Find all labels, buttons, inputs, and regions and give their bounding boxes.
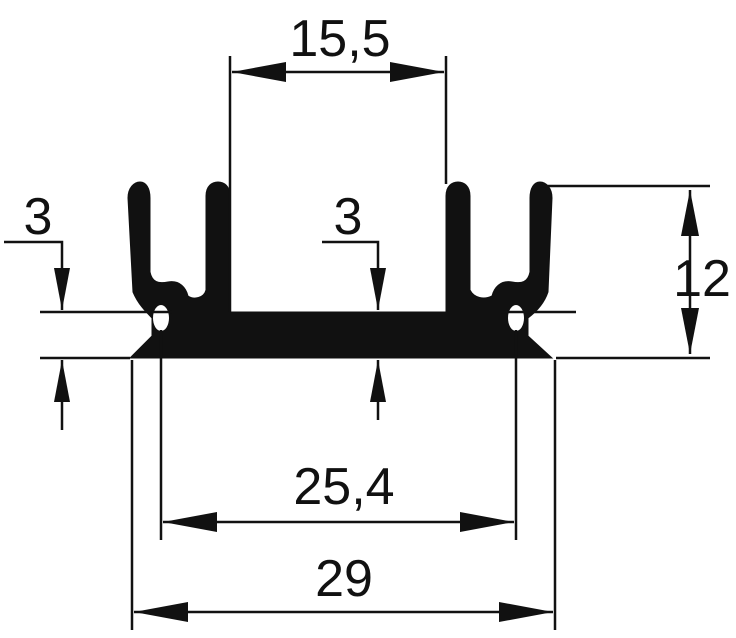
right-groove xyxy=(508,305,524,331)
left-groove xyxy=(153,305,169,331)
dimension-label-inner-width: 25,4 xyxy=(293,458,394,516)
dimension-top-width: 15,5 xyxy=(228,10,448,312)
profile-body xyxy=(127,181,554,359)
dimension-label-total-width: 29 xyxy=(315,550,373,608)
dimension-label-center-thickness: 3 xyxy=(334,188,363,246)
dimension-label-top-width: 15,5 xyxy=(289,10,390,68)
dimension-label-left-thickness: 3 xyxy=(24,188,53,246)
dimension-left-thickness: 3 xyxy=(4,188,172,430)
dimension-total-width: 29 xyxy=(130,360,557,630)
dimension-center-thickness: 3 xyxy=(322,188,386,420)
dimension-inner-width: 25,4 xyxy=(159,330,518,540)
dimension-height: 12 xyxy=(540,184,731,360)
dimension-label-height: 12 xyxy=(673,250,731,308)
